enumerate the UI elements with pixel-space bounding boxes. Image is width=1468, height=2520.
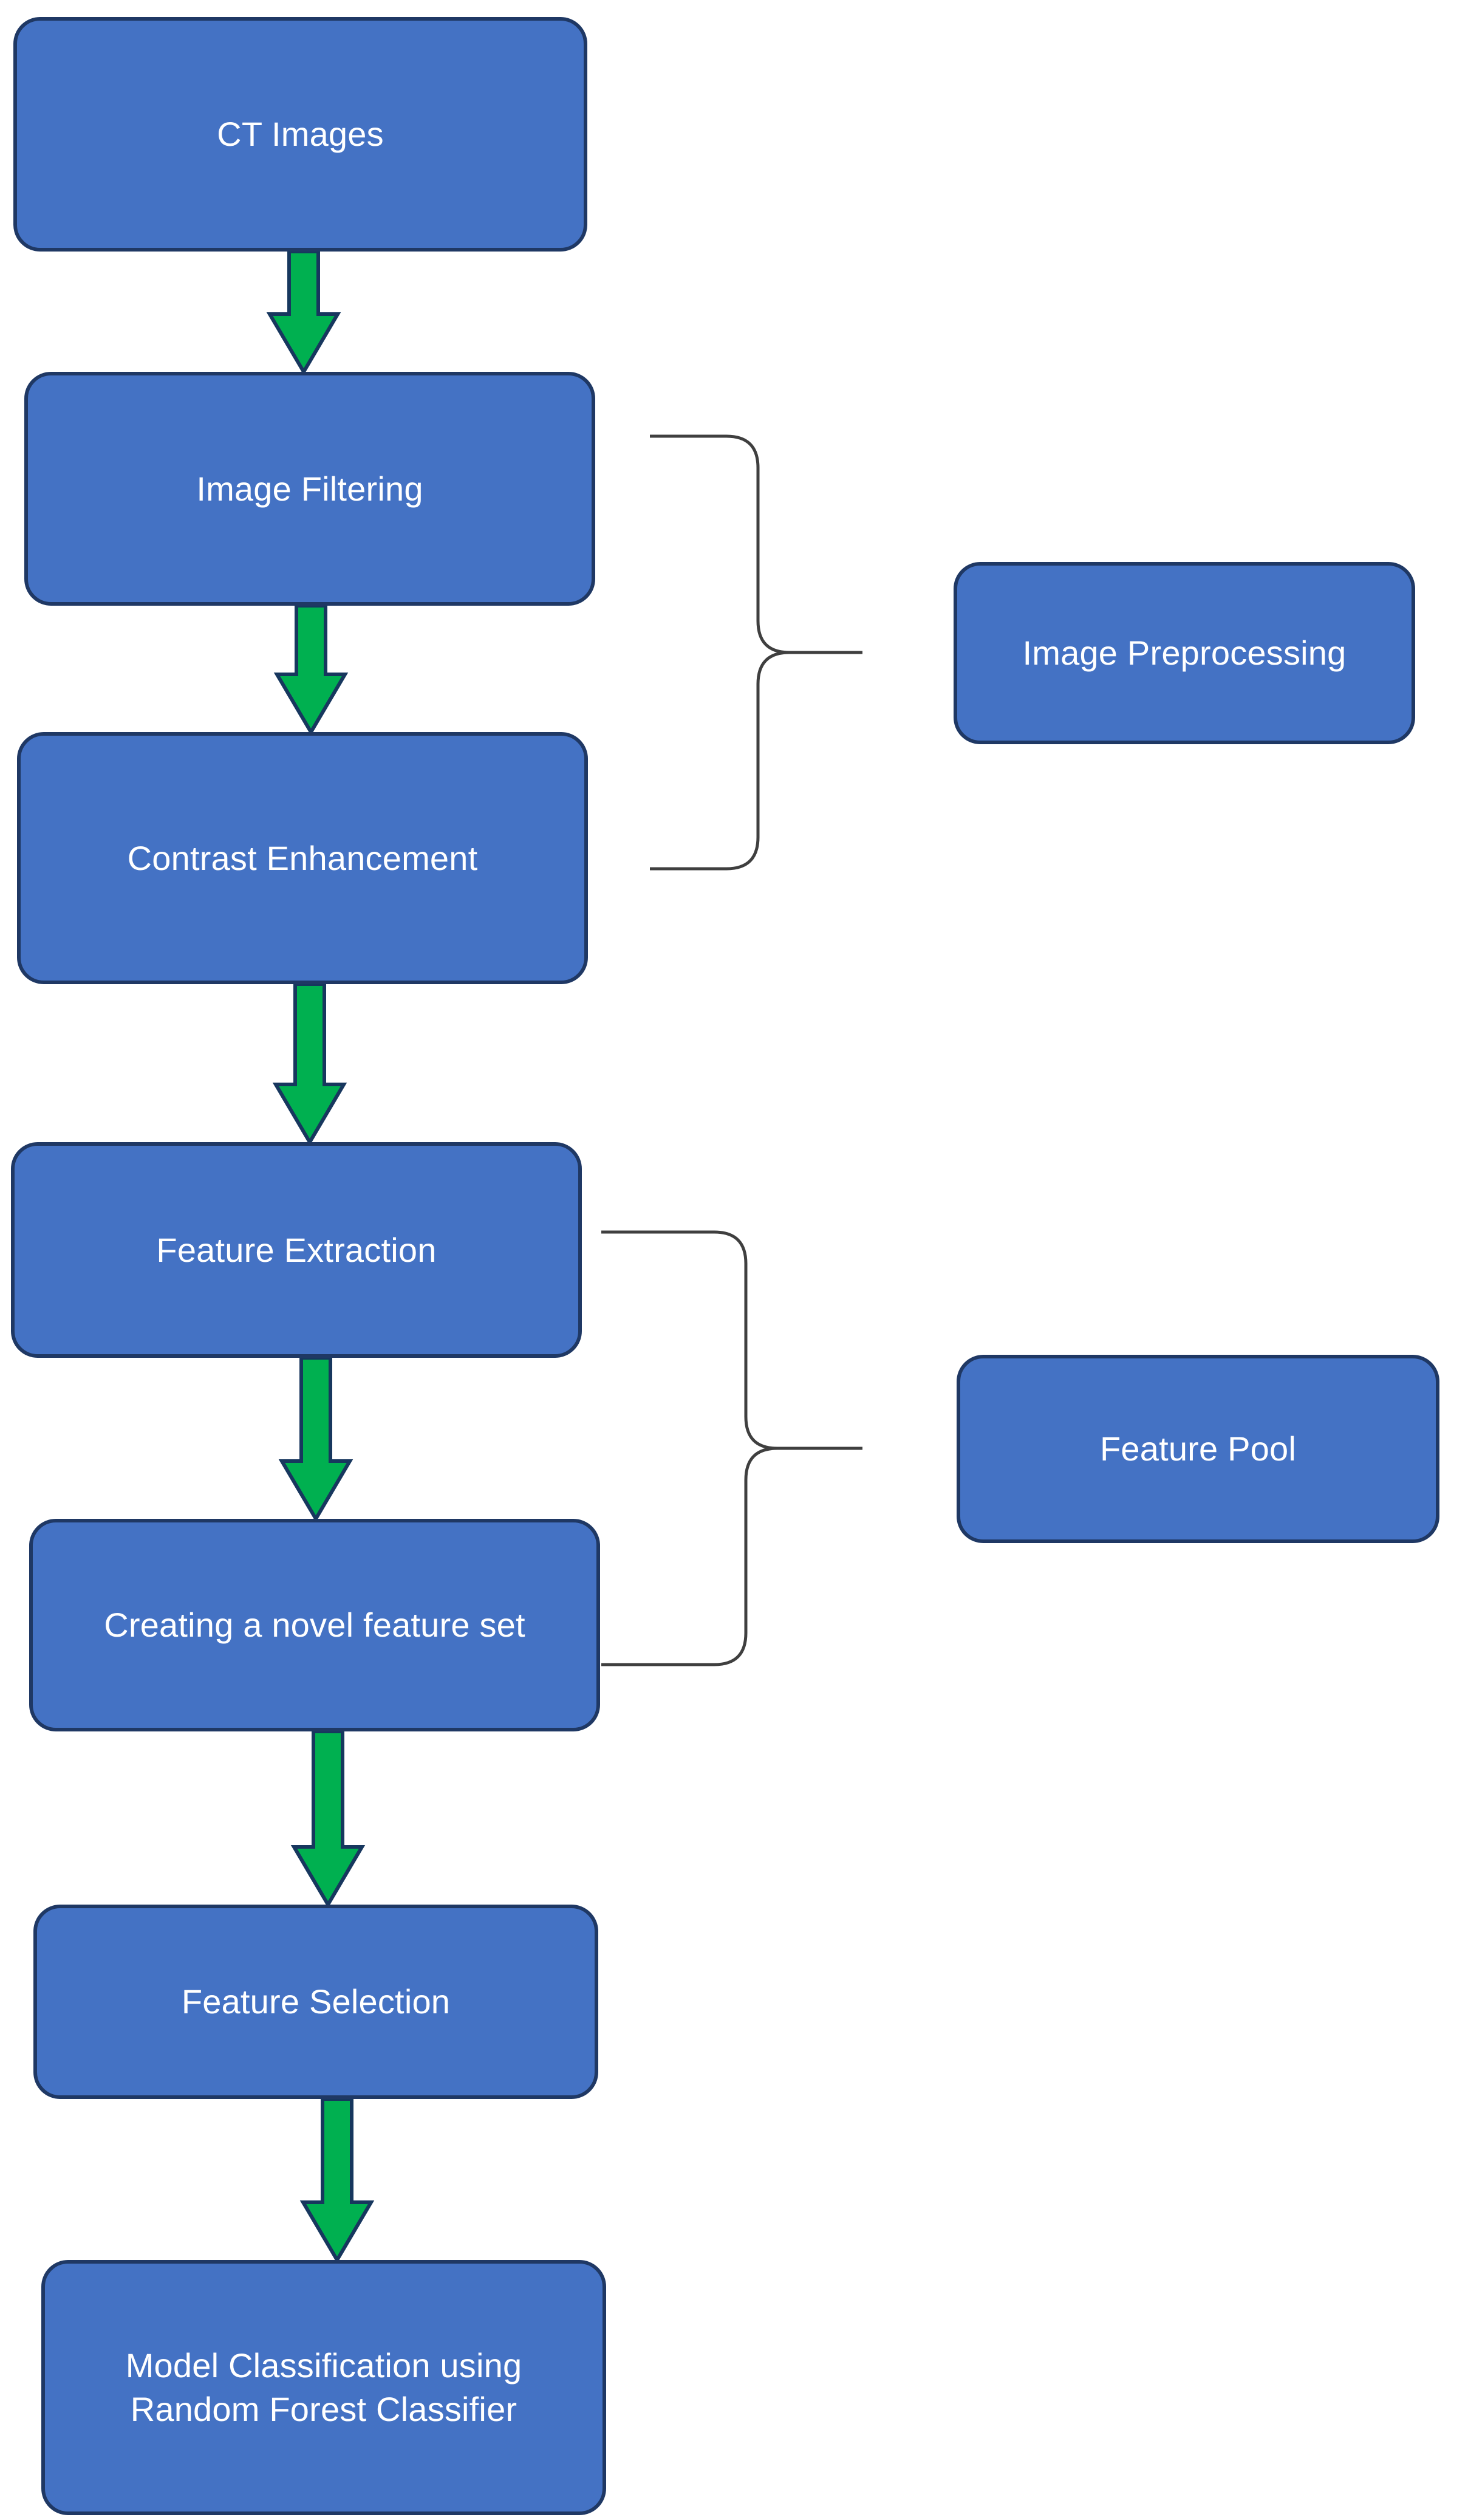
node-ct-images[interactable]: CT Images xyxy=(13,17,587,252)
brace-image-preprocessing xyxy=(650,434,790,871)
node-label: CT Images xyxy=(217,115,384,154)
node-image-filtering[interactable]: Image Filtering xyxy=(24,372,595,606)
node-creating-novel-feature-set[interactable]: Creating a novel feature set xyxy=(29,1519,600,1731)
node-label: Contrast Enhancement xyxy=(127,838,478,877)
node-label: Feature Selection xyxy=(181,1982,451,2021)
arrow-ct-to-filtering xyxy=(266,250,341,375)
brace-feature-pool xyxy=(601,1230,778,1666)
arrow-selection-to-model xyxy=(299,2097,375,2264)
node-label: Image Filtering xyxy=(196,469,423,508)
arrow-contrast-to-extraction xyxy=(272,982,347,1146)
arrow-extraction-to-novel xyxy=(278,1356,353,1522)
node-label: Image Preprocessing xyxy=(1022,634,1347,673)
arrow-novel-to-selection xyxy=(290,1730,366,1908)
node-feature-pool[interactable]: Feature Pool xyxy=(957,1355,1439,1543)
node-label: Creating a novel feature set xyxy=(104,1606,525,1645)
node-image-preprocessing[interactable]: Image Preprocessing xyxy=(954,562,1415,744)
node-contrast-enhancement[interactable]: Contrast Enhancement xyxy=(17,732,588,984)
node-feature-extraction[interactable]: Feature Extraction xyxy=(11,1142,582,1358)
node-label: Feature Pool xyxy=(1099,1429,1297,1468)
node-label: Model Classification using Random Forest… xyxy=(125,2346,522,2428)
arrow-filtering-to-contrast xyxy=(273,604,349,736)
node-model-classification[interactable]: Model Classification using Random Forest… xyxy=(41,2260,606,2515)
node-label: Feature Extraction xyxy=(156,1230,437,1269)
node-feature-selection[interactable]: Feature Selection xyxy=(33,1905,598,2099)
